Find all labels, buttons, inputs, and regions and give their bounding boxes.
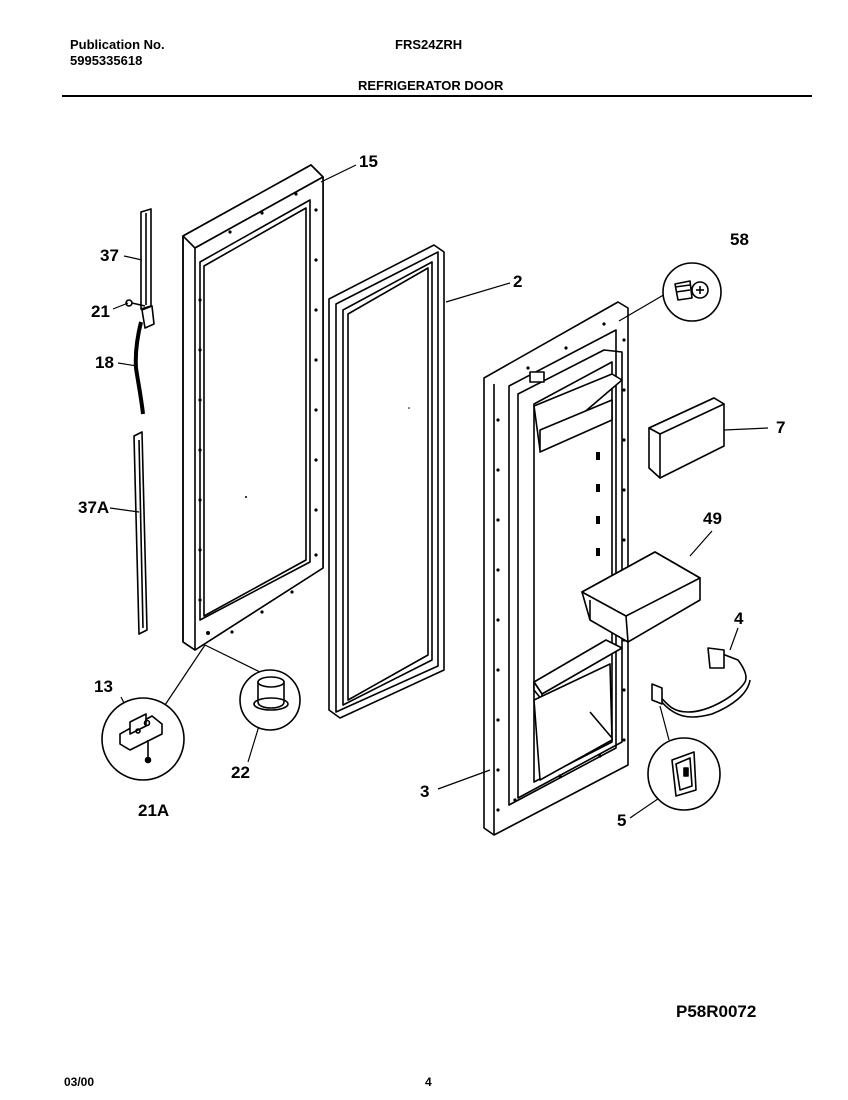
- strip-37a-part: [133, 431, 148, 635]
- callout-13: 13: [94, 677, 113, 696]
- bracket-4-part: [651, 647, 751, 718]
- detail-circle-22: [239, 669, 301, 731]
- callout-37: 37: [100, 246, 119, 265]
- callout-37a: 37A: [78, 498, 109, 517]
- callout-21a: 21A: [138, 801, 169, 820]
- callout-7: 7: [776, 418, 785, 437]
- detail-circle-5: [647, 737, 721, 811]
- door-bin-49-part: [581, 551, 701, 643]
- drawing-id: P58R0072: [676, 1002, 757, 1021]
- footer-date: 03/00: [64, 1075, 95, 1089]
- publication-number: 5995335618: [70, 53, 143, 68]
- detail-circle-58: [662, 262, 722, 322]
- section-title: REFRIGERATOR DOOR: [358, 78, 504, 93]
- screw-21-part: [125, 299, 146, 307]
- footer-page-number: 4: [425, 1075, 432, 1089]
- dairy-door-7-part: [648, 397, 725, 479]
- callout-15: 15: [359, 152, 378, 171]
- publication-label: Publication No.: [70, 37, 165, 52]
- model-number: FRS24ZRH: [395, 37, 463, 52]
- callout-5: 5: [617, 811, 626, 830]
- header-rule: [62, 95, 812, 97]
- strip-37-part: [140, 208, 152, 310]
- callout-2: 2: [513, 272, 522, 291]
- callout-49: 49: [703, 509, 722, 528]
- inner-door-panel-part: [483, 301, 629, 836]
- callout-58: 58: [730, 230, 749, 249]
- detail-circle-13: [101, 697, 185, 781]
- callout-4: 4: [734, 609, 744, 628]
- gasket-part: [328, 244, 445, 719]
- callout-3: 3: [420, 782, 429, 801]
- hinge-18-part: [133, 305, 155, 415]
- door-frame-part: [182, 164, 324, 651]
- callout-18: 18: [95, 353, 114, 372]
- callout-21: 21: [91, 302, 110, 321]
- callout-22: 22: [231, 763, 250, 782]
